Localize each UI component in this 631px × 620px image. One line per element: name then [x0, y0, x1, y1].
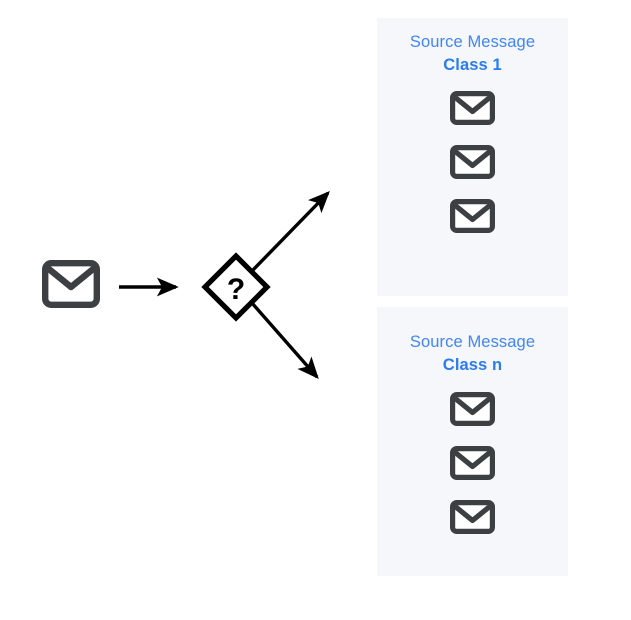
envelope-icon — [450, 90, 495, 125]
panel-source-label: Source Message — [409, 333, 536, 351]
decision-question-mark: ? — [227, 273, 245, 306]
envelope-icon — [450, 499, 495, 534]
panel-class-label: Class n — [442, 355, 503, 374]
class-panel-class-1: Source Message Class 1 — [377, 18, 568, 296]
envelope-icon — [450, 198, 495, 233]
panel-source-label: Source Message — [409, 33, 536, 51]
envelope-icon — [450, 391, 495, 426]
source-envelope-icon — [42, 260, 100, 308]
panel-heading-class-1: Source Message Class 1 — [410, 33, 535, 76]
panel-heading-class-n: Source Message Class n — [410, 333, 535, 376]
envelope-icon — [42, 260, 100, 308]
panel-class-label: Class 1 — [443, 55, 502, 74]
decision-diamond: ? — [200, 251, 272, 323]
diamond-shape-icon: ? — [201, 252, 271, 322]
envelope-icon — [450, 144, 495, 179]
envelope-icon — [450, 445, 495, 480]
message-stack-class-n — [450, 391, 495, 534]
class-panel-class-n: Source Message Class n — [377, 307, 568, 576]
message-stack-class-1 — [450, 90, 495, 233]
